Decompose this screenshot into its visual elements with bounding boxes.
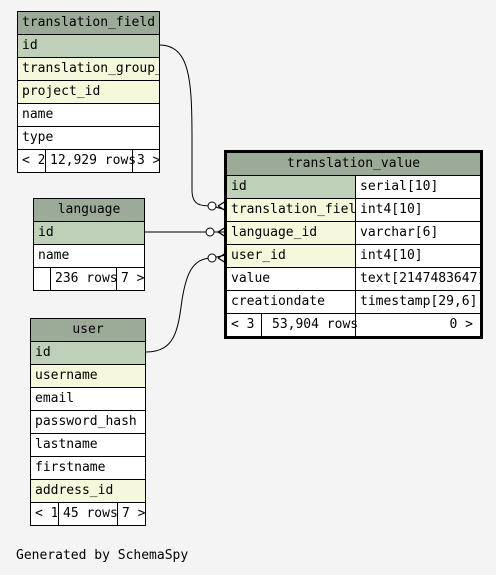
column-row[interactable]: creationdate timestamp[29,6] bbox=[227, 290, 480, 313]
children-link[interactable]: 3 > bbox=[132, 150, 159, 172]
row-count: 12,929 rows bbox=[45, 150, 135, 172]
column-type: timestamp[29,6] bbox=[355, 291, 480, 313]
column-row[interactable]: language_id varchar[6] bbox=[227, 221, 480, 244]
column-type: text[2147483647] bbox=[355, 268, 480, 290]
parents-link[interactable]: < 1 bbox=[35, 506, 57, 521]
parents-link[interactable]: < 2 bbox=[22, 153, 44, 168]
crowfoot-icon bbox=[217, 200, 227, 264]
link-translation-field bbox=[158, 44, 227, 211]
generated-by-text: Generated by SchemaSpy bbox=[16, 548, 189, 563]
column-name: user_id bbox=[231, 248, 286, 263]
column-row[interactable]: id serial[10] bbox=[227, 175, 480, 198]
column-name: value bbox=[231, 271, 271, 286]
column-type: varchar[6] bbox=[355, 222, 480, 244]
column-row[interactable]: id bbox=[18, 34, 159, 57]
row-count: 236 rows bbox=[50, 268, 119, 290]
column-row[interactable]: email bbox=[31, 387, 145, 410]
column-row[interactable]: firstname bbox=[31, 456, 145, 479]
column-row[interactable]: name bbox=[34, 244, 144, 267]
column-type: int4[10] bbox=[355, 199, 480, 221]
row-count: 53,904 rows bbox=[261, 314, 362, 336]
column-row[interactable]: translation_group_id bbox=[18, 57, 159, 80]
column-row[interactable]: project_id bbox=[18, 80, 159, 103]
table-title[interactable]: language bbox=[34, 199, 144, 221]
table-title[interactable]: translation_field bbox=[18, 12, 159, 34]
column-row[interactable]: value text[2147483647] bbox=[227, 267, 480, 290]
children-link[interactable]: 7 > bbox=[117, 503, 145, 525]
column-name: creationdate bbox=[231, 294, 325, 309]
row-count: 45 rows bbox=[58, 503, 120, 525]
column-name: translation_field_id bbox=[231, 202, 355, 217]
column-row[interactable]: id bbox=[31, 341, 145, 364]
table-translation-field[interactable]: translation_field id translation_group_i… bbox=[17, 11, 160, 173]
table-footer: < 1 45 rows 7 > bbox=[31, 502, 145, 525]
table-language[interactable]: language id name 236 rows 7 > bbox=[33, 198, 145, 291]
column-row[interactable]: name bbox=[18, 103, 159, 126]
children-link[interactable]: 0 > bbox=[355, 314, 477, 336]
table-footer: 236 rows 7 > bbox=[34, 267, 144, 290]
column-row[interactable]: id bbox=[34, 221, 144, 244]
link-end-circle bbox=[207, 253, 217, 263]
column-name: id bbox=[231, 179, 247, 194]
table-title[interactable]: user bbox=[31, 319, 145, 341]
column-row[interactable]: user_id int4[10] bbox=[227, 244, 480, 267]
link-end-circle bbox=[207, 201, 217, 211]
table-title[interactable]: translation_value bbox=[227, 153, 480, 175]
column-name: language_id bbox=[231, 225, 318, 240]
table-footer: < 3 53,904 rows 0 > bbox=[227, 313, 480, 336]
parents-link[interactable] bbox=[34, 268, 50, 290]
table-user[interactable]: user id username email password_hash las… bbox=[30, 318, 146, 526]
link-end-circle bbox=[205, 227, 215, 237]
column-row[interactable]: translation_field_id int4[10] bbox=[227, 198, 480, 221]
column-type: serial[10] bbox=[355, 176, 480, 198]
column-row[interactable]: password_hash bbox=[31, 410, 145, 433]
column-row[interactable]: lastname bbox=[31, 433, 145, 456]
table-footer: < 2 12,929 rows 3 > bbox=[18, 149, 159, 172]
link-user bbox=[145, 254, 227, 353]
column-type: int4[10] bbox=[355, 245, 480, 267]
table-translation-value[interactable]: translation_value id serial[10] translat… bbox=[224, 150, 483, 339]
children-link[interactable]: 7 > bbox=[116, 268, 144, 290]
column-row[interactable]: address_id bbox=[31, 479, 145, 502]
column-row[interactable]: type bbox=[18, 126, 159, 149]
column-row[interactable]: username bbox=[31, 364, 145, 387]
parents-link[interactable]: < 3 bbox=[231, 317, 255, 332]
